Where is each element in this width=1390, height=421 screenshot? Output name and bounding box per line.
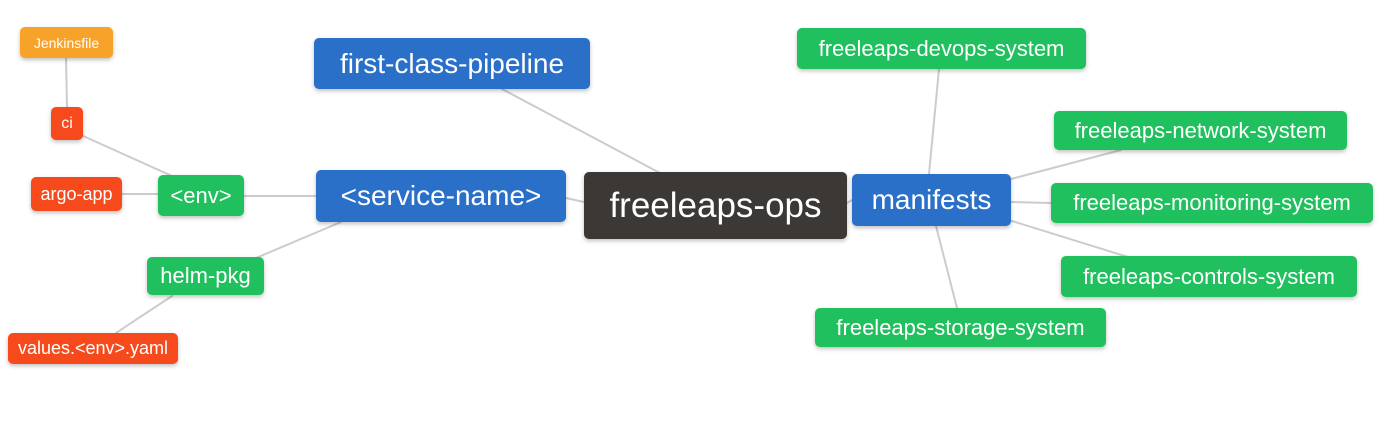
node-freeleaps-monitoring-system[interactable]: freeleaps-monitoring-system	[1051, 183, 1373, 223]
node-env[interactable]: <env>	[158, 175, 244, 216]
edge-manifests-to-freeleaps-monitoring-system	[1010, 201, 1052, 204]
edge-manifests-to-freeleaps-network-system	[1010, 149, 1122, 180]
edge-jenkinsfile-to-ci	[65, 57, 68, 108]
node-freeleaps-controls-system[interactable]: freeleaps-controls-system	[1061, 256, 1357, 297]
edge-freeleaps-ops-to-manifests	[846, 199, 853, 204]
node-ci[interactable]: ci	[51, 107, 83, 140]
edge-manifests-to-freeleaps-devops-system	[928, 68, 940, 175]
node-service-name[interactable]: <service-name>	[316, 170, 566, 222]
node-freeleaps-storage-system[interactable]: freeleaps-storage-system	[815, 308, 1106, 347]
edge-manifests-to-freeleaps-storage-system	[935, 225, 958, 309]
node-jenkinsfile[interactable]: Jenkinsfile	[20, 27, 113, 58]
node-freeleaps-devops-system[interactable]: freeleaps-devops-system	[797, 28, 1086, 69]
edge-ci-to-env	[80, 134, 173, 177]
edge-helm-pkg-to-service-name	[255, 221, 342, 259]
edge-first-class-pipeline-to-freeleaps-ops	[501, 88, 661, 174]
node-argo-app[interactable]: argo-app	[31, 177, 122, 211]
node-first-class-pipeline[interactable]: first-class-pipeline	[314, 38, 590, 89]
edge-values-env-yaml-to-helm-pkg	[115, 295, 173, 334]
edge-manifests-to-freeleaps-controls-system	[1011, 220, 1129, 258]
node-manifests[interactable]: manifests	[852, 174, 1011, 226]
node-values-env-yaml[interactable]: values.<env>.yaml	[8, 333, 178, 364]
node-helm-pkg[interactable]: helm-pkg	[147, 257, 264, 295]
node-freeleaps-network-system[interactable]: freeleaps-network-system	[1054, 111, 1347, 150]
node-freeleaps-ops[interactable]: freeleaps-ops	[584, 172, 847, 239]
edge-service-name-to-freeleaps-ops	[565, 197, 585, 203]
